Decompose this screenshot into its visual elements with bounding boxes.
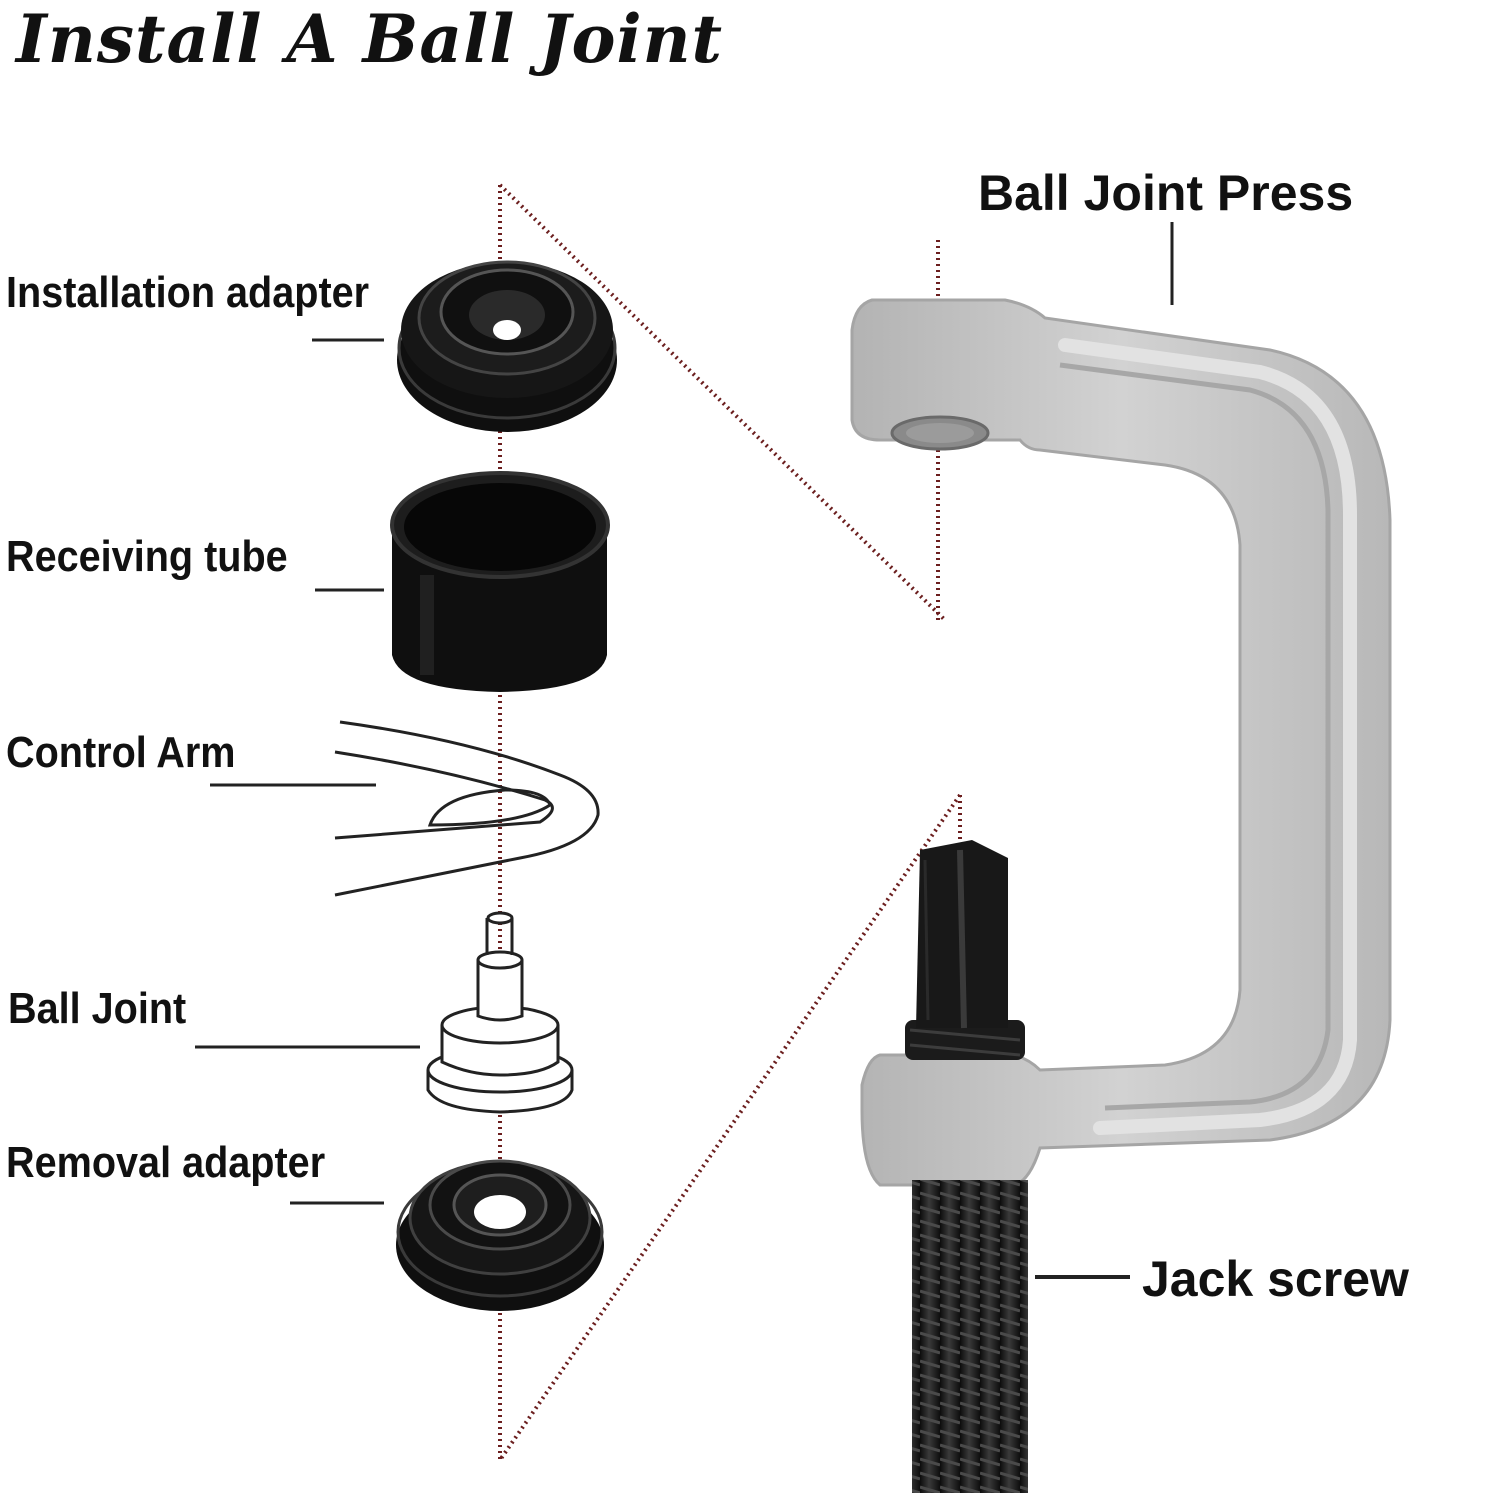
label-removal-adapter: Removal adapter: [6, 1138, 326, 1187]
installation-adapter-illustration: [397, 260, 617, 432]
label-receiving-tube: Receiving tube: [6, 532, 288, 581]
upper-diagonal-guide: [498, 183, 947, 622]
ball-joint-illustration: [426, 911, 574, 1114]
control-arm-illustration: [334, 720, 600, 897]
removal-adapter-illustration: [396, 1159, 604, 1311]
lower-diagonal-guide: [498, 793, 962, 1462]
label-ball-joint: Ball Joint: [8, 984, 187, 1033]
label-control-arm: Control Arm: [6, 728, 236, 777]
leader-lines: [195, 222, 1174, 1279]
label-ball-joint-press: Ball Joint Press: [978, 165, 1354, 221]
page-title: Install A Ball Joint: [16, 0, 724, 78]
ball-joint-press-illustration: [850, 298, 1392, 1187]
jack-screw-illustration: [905, 840, 1028, 1493]
label-installation-adapter: Installation adapter: [6, 268, 370, 317]
receiving-tube-illustration: [390, 471, 610, 692]
label-jack-screw: Jack screw: [1142, 1251, 1409, 1307]
